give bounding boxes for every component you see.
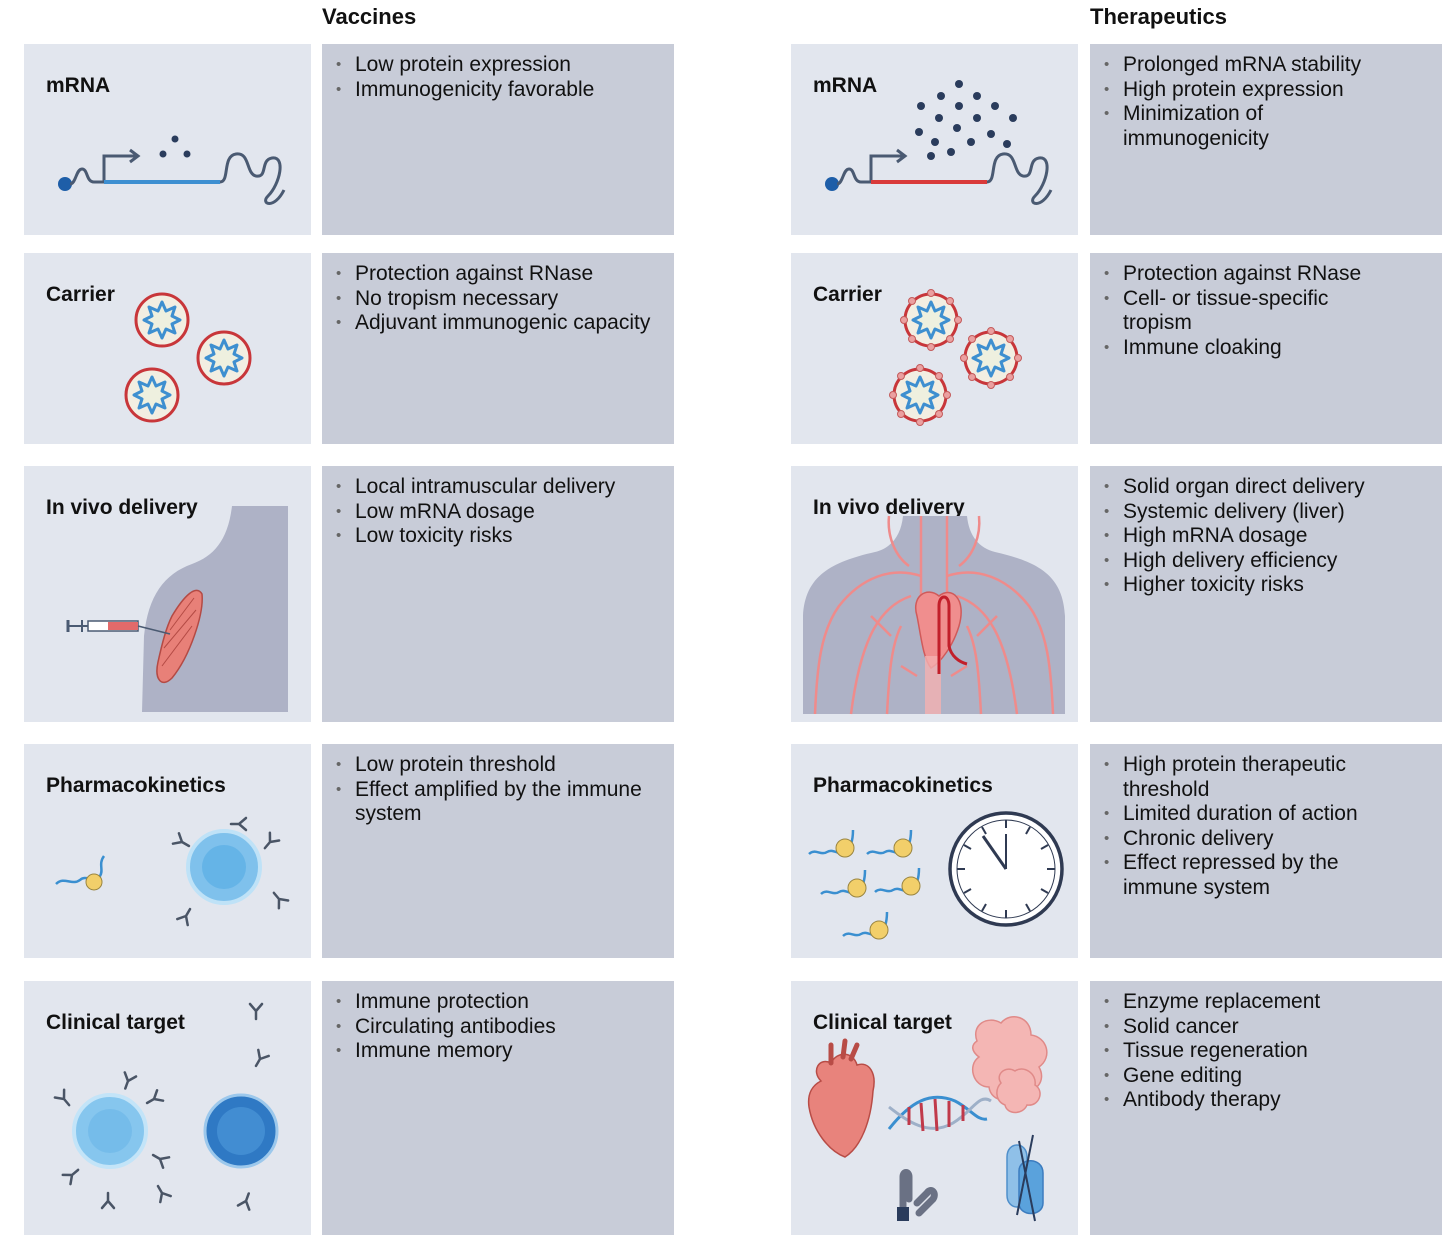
bullet: Systemic delivery (liver) (1102, 500, 1365, 525)
therapeutic-delivery-text: Solid organ direct delivery Systemic del… (1090, 466, 1442, 722)
immune-cell-antibodies-icon (55, 816, 290, 927)
bullet: Tissue regeneration (1102, 1039, 1320, 1064)
vaccine-pk-text: Low protein threshold Effect amplified b… (322, 744, 674, 958)
bullet: Adjuvant immunogenic capacity (334, 311, 650, 336)
bullet: Low toxicity risks (334, 524, 615, 549)
mrna-strand-icon (825, 80, 1053, 205)
bullet: Prolonged mRNA stability (1102, 53, 1361, 78)
bullet: Solid organ direct delivery (1102, 475, 1365, 500)
therapeutic-target-text: Enzyme replacement Solid cancer Tissue r… (1090, 981, 1442, 1235)
row-label: Clinical target (46, 1011, 185, 1034)
b-cells-antibodies-icon (53, 1002, 279, 1211)
vaccine-target-panel: Clinical target (24, 981, 311, 1235)
mrna-strand-icon (58, 135, 286, 205)
heart-dna-cancer-icons (807, 1016, 1048, 1222)
bullet: Immune memory (334, 1039, 556, 1064)
bullet: Low protein expression (334, 53, 594, 78)
bullet: Protection against RNase (334, 262, 650, 287)
vaccine-target-text: Immune protection Circulating antibodies… (322, 981, 674, 1235)
row-label: Carrier (813, 283, 882, 306)
vaccine-mrna-panel: mRNA (24, 44, 311, 235)
bullet: High protein expression (1102, 78, 1361, 103)
bullet: High mRNA dosage (1102, 524, 1365, 549)
row-label: Clinical target (813, 1011, 952, 1034)
bullet: Circulating antibodies (334, 1015, 556, 1040)
row-label: Pharmacokinetics (46, 774, 226, 797)
column-title-vaccines: Vaccines (322, 4, 417, 29)
therapeutic-pk-panel: Pharmacokinetics (791, 744, 1078, 958)
row-label: mRNA (813, 74, 878, 97)
vaccine-carrier-text: Protection against RNase No tropism nece… (322, 253, 674, 444)
bullet: Enzyme replacement (1102, 990, 1320, 1015)
therapeutic-mrna-text: Prolonged mRNA stability High protein ex… (1090, 44, 1442, 235)
row-label: In vivo delivery (46, 496, 198, 519)
vaccine-carrier-panel: Carrier (24, 253, 311, 444)
row-label: Carrier (46, 283, 115, 306)
bullet: High protein therapeutic threshold (1102, 753, 1393, 802)
therapeutic-pk-text: High protein therapeutic threshold Limit… (1090, 744, 1442, 958)
row-label: Pharmacokinetics (813, 774, 993, 797)
bullet: Effect amplified by the immune system (334, 778, 674, 827)
bullet: Limited duration of action (1102, 802, 1393, 827)
bullet: Effect repressed by the immune system (1102, 851, 1393, 900)
syringe-shoulder-icon (66, 506, 288, 712)
vaccine-mrna-text: Low protein expression Immunogenicity fa… (322, 44, 674, 235)
therapeutic-carrier-panel: Carrier (791, 253, 1078, 444)
bullet: Local intramuscular delivery (334, 475, 615, 500)
bullet: Cell- or tissue-specific tropism (1102, 287, 1383, 336)
vaccine-pk-panel: Pharmacokinetics (24, 744, 311, 958)
bullet: Solid cancer (1102, 1015, 1320, 1040)
vaccine-delivery-text: Local intramuscular delivery Low mRNA do… (322, 466, 674, 722)
row-label: In vivo delivery (813, 496, 965, 519)
lipid-nanoparticle-icon (124, 292, 252, 423)
vaccine-delivery-panel: In vivo delivery (24, 466, 311, 722)
row-label: mRNA (46, 74, 111, 97)
bullet: No tropism necessary (334, 287, 650, 312)
bullet: Low protein threshold (334, 753, 674, 778)
therapeutic-target-panel: Clinical target (791, 981, 1078, 1235)
bullet: Higher toxicity risks (1102, 573, 1365, 598)
column-title-therapeutics: Therapeutics (1090, 4, 1227, 29)
bullet: Gene editing (1102, 1064, 1320, 1089)
bullet: Immunogenicity favorable (334, 78, 594, 103)
bullet: Antibody therapy (1102, 1088, 1320, 1113)
bullet: Immune cloaking (1102, 336, 1383, 361)
bullet: Immune protection (334, 990, 556, 1015)
bullet: Protection against RNase (1102, 262, 1383, 287)
clock-icon (807, 811, 1064, 941)
bullet: Minimization of immunogenicity (1102, 102, 1323, 151)
bullet: Chronic delivery (1102, 827, 1393, 852)
bullet: Low mRNA dosage (334, 500, 615, 525)
bullet: High delivery efficiency (1102, 549, 1365, 574)
circulatory-system-icon (803, 515, 1065, 715)
therapeutic-mrna-panel: mRNA (791, 44, 1078, 235)
therapeutic-delivery-panel: In vivo delivery (791, 466, 1078, 722)
targeted-nanoparticle-icon (888, 288, 1023, 427)
therapeutic-carrier-text: Protection against RNase Cell- or tissue… (1090, 253, 1442, 444)
